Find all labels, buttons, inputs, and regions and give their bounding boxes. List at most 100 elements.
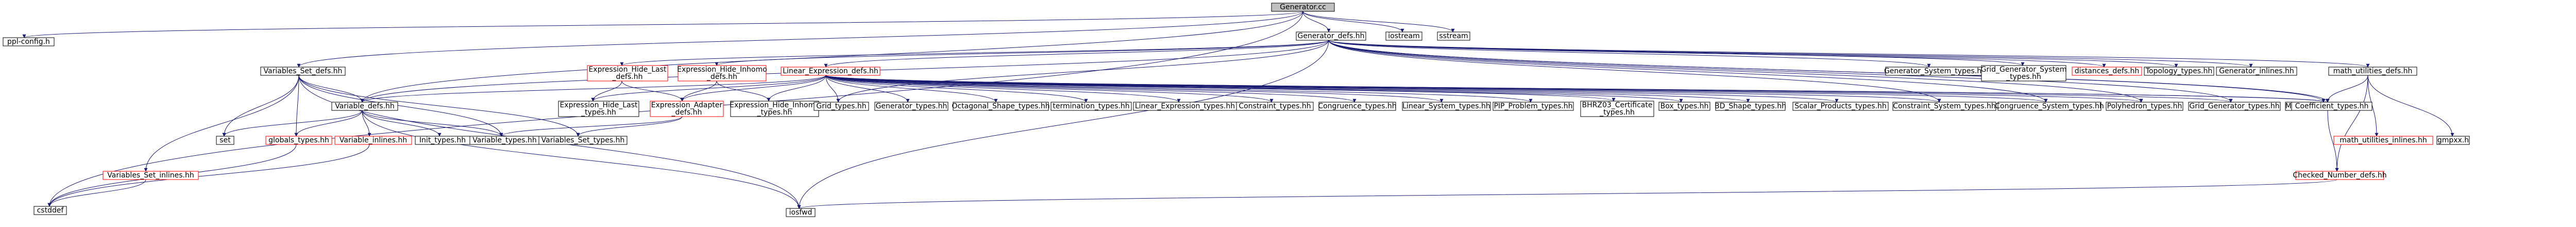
node-term-types[interactable]: termination_types.hh [1050, 102, 1132, 111]
node-box [1402, 102, 1491, 111]
edge-coef_types-to-cn_defs [2327, 110, 2339, 172]
node-root[interactable]: Generator.cc [1271, 3, 1335, 12]
node-box-types[interactable]: Box_types.hh [1658, 102, 1710, 111]
node-pip-types[interactable]: PIP_Problem_types.hh [1493, 102, 1574, 111]
node-set[interactable]: set [216, 136, 234, 145]
node-bd-types[interactable]: BD_Shape_types.hh [1715, 102, 1786, 111]
node-init-types[interactable]: Init_types.hh [415, 136, 470, 145]
node-cgs-types[interactable]: Congruence_System_types.hh [1995, 102, 2104, 111]
node-var-types[interactable]: Variable_types.hh [469, 136, 540, 145]
node-box [1493, 102, 1574, 111]
node-label: Linear_Expression_defs.hh [783, 67, 878, 75]
node-gen-inlines[interactable]: Generator_inlines.hh [2216, 67, 2297, 76]
node-cstddef[interactable]: cstddef [33, 206, 67, 215]
node-le-defs[interactable]: Linear_Expression_defs.hh [781, 67, 880, 76]
node-cn-defs[interactable]: Checked_Number_defs.hh [2293, 171, 2387, 180]
node-label: Generator_inlines.hh [2219, 67, 2294, 75]
node-box [1236, 102, 1314, 111]
node-poly-types[interactable]: Polyhedron_types.hh [2106, 102, 2183, 111]
node-label: Topology_types.hh [2145, 67, 2213, 75]
node-box [953, 102, 1049, 111]
node-oct-types[interactable]: Octagonal_Shape_types.hh [952, 102, 1050, 111]
node-bhrz-types[interactable]: BHRZ03_Certificate_types.hh [1580, 101, 1654, 117]
edge-le_defs-to-con_types [825, 75, 1274, 103]
node-label: Checked_Number_defs.hh [2293, 171, 2386, 180]
node-dist-defs[interactable]: distances_defs.hh [2072, 67, 2142, 76]
node-label: Variable_inlines.hh [340, 136, 407, 144]
edge-vs_defs-to-globals_types [294, 75, 299, 137]
node-box [558, 101, 639, 117]
node-label: Box_types.hh [1660, 102, 1709, 110]
node-label: ppl-config.h [7, 38, 50, 46]
node-cong-types[interactable]: Congruence_types.hh [1318, 102, 1397, 111]
node-topo-types[interactable]: Topology_types.hh [2144, 67, 2214, 76]
node-iostream[interactable]: iostream [1385, 31, 1422, 41]
node-grid-gen-sys-types[interactable]: Grid_Generator_System_types.hh [1981, 65, 2067, 82]
node-gen-defs[interactable]: Generator_defs.hh [1296, 31, 1366, 41]
edge-le_defs-to-sp_types [825, 75, 1839, 103]
node-label: sstream [1439, 32, 1468, 40]
node-iosfwd[interactable]: iosfwd [786, 208, 816, 217]
node-ehl-types[interactable]: Expression_Hide_Last_types.hh [558, 101, 639, 117]
node-label: iostream [1388, 32, 1420, 40]
node-label: Expression_Hide_Inhomo [677, 66, 767, 74]
edge-var_defs-to-iosfwd [362, 110, 801, 209]
node-gen-sys-types[interactable]: Generator_System_types.hh [1884, 67, 1986, 76]
node-label: _defs.hh [706, 73, 737, 81]
node-label: Constraint_System_types.hh [1893, 102, 1996, 110]
node-sstream[interactable]: sstream [1437, 31, 1470, 41]
node-box [1580, 101, 1654, 117]
edge-mu_defs-to-coef_types [2326, 75, 2368, 103]
node-ppl-config[interactable]: ppl-config.h [3, 37, 55, 46]
node-label: math_utilities_inlines.hh [2340, 136, 2427, 144]
edge-root-to-gen_defs [1302, 11, 1331, 33]
node-box [1437, 31, 1470, 41]
node-box [1715, 102, 1786, 111]
node-box [650, 101, 724, 117]
node-box [2328, 67, 2417, 76]
node-box [2144, 67, 2214, 76]
node-label: Congruence_System_types.hh [1995, 102, 2104, 110]
node-box [1792, 102, 1889, 111]
node-vs-defs[interactable]: Variables_Set_defs.hh [260, 67, 346, 76]
node-con-types[interactable]: Constraint_types.hh [1236, 102, 1314, 111]
node-ehl-defs[interactable]: Expression_Hide_Last_defs.hh [587, 65, 668, 82]
edge-gen_defs-to-gen_inlines [1328, 40, 2253, 68]
edge-gen_defs-to-ehl_defs [620, 40, 1329, 66]
node-vs-inlines[interactable]: Variables_Set_inlines.hh [103, 171, 199, 180]
node-label: _defs.hh [671, 108, 702, 117]
node-var-defs[interactable]: Variable_defs.hh [331, 102, 398, 111]
node-label: Scalar_Products_types.hh [1794, 102, 1887, 110]
node-cs-types[interactable]: Constraint_System_types.hh [1892, 102, 1996, 111]
node-vs-types[interactable]: Variables_Set_types.hh [538, 136, 628, 145]
node-box [1296, 31, 1366, 41]
node-ehi-defs[interactable]: Expression_Hide_Inhomo_defs.hh [677, 65, 767, 82]
node-ehi-types[interactable]: Expression_Hide_Inhomo_types.hh [730, 101, 820, 117]
node-var-inlines[interactable]: Variable_inlines.hh [334, 136, 412, 145]
node-box [2436, 136, 2470, 145]
node-box [874, 102, 948, 111]
node-globals-types[interactable]: globals_types.hh [265, 136, 332, 145]
node-mu-defs[interactable]: math_utilities_defs.hh [2328, 67, 2417, 76]
node-ea-defs[interactable]: Expression_Adapter_defs.hh [650, 101, 724, 117]
edge-vs_inlines-to-cstddef [47, 179, 146, 207]
node-gg-types[interactable]: Grid_Generator_types.hh [2188, 102, 2281, 111]
node-box [2106, 102, 2183, 111]
node-coef-types[interactable]: Coefficient_types.hh [2291, 102, 2372, 111]
node-le-types[interactable]: Linear_Expression_types.hh [1133, 102, 1237, 111]
edge-le_defs-to-oct_types [825, 75, 998, 103]
node-grid-types[interactable]: Grid_types.hh [814, 102, 869, 111]
node-ls-types[interactable]: Linear_System_types.hh [1402, 102, 1491, 111]
node-label: Expression_Hide_Last [560, 101, 638, 109]
node-gmpxx[interactable]: gmpxx.h [2436, 136, 2470, 145]
edge-cn_defs-to-iosfwd [798, 179, 2337, 209]
node-box [103, 171, 199, 180]
node-gen-types[interactable]: Generator_types.hh [874, 102, 948, 111]
node-box [677, 65, 767, 82]
node-mu-inlines[interactable]: math_utilities_inlines.hh [2333, 136, 2433, 145]
edge-le_defs-to-ea_defs [680, 75, 826, 102]
node-box [1385, 31, 1422, 41]
node-sp-types[interactable]: Scalar_Products_types.hh [1792, 102, 1889, 111]
node-label: Constraint_types.hh [1239, 102, 1311, 110]
